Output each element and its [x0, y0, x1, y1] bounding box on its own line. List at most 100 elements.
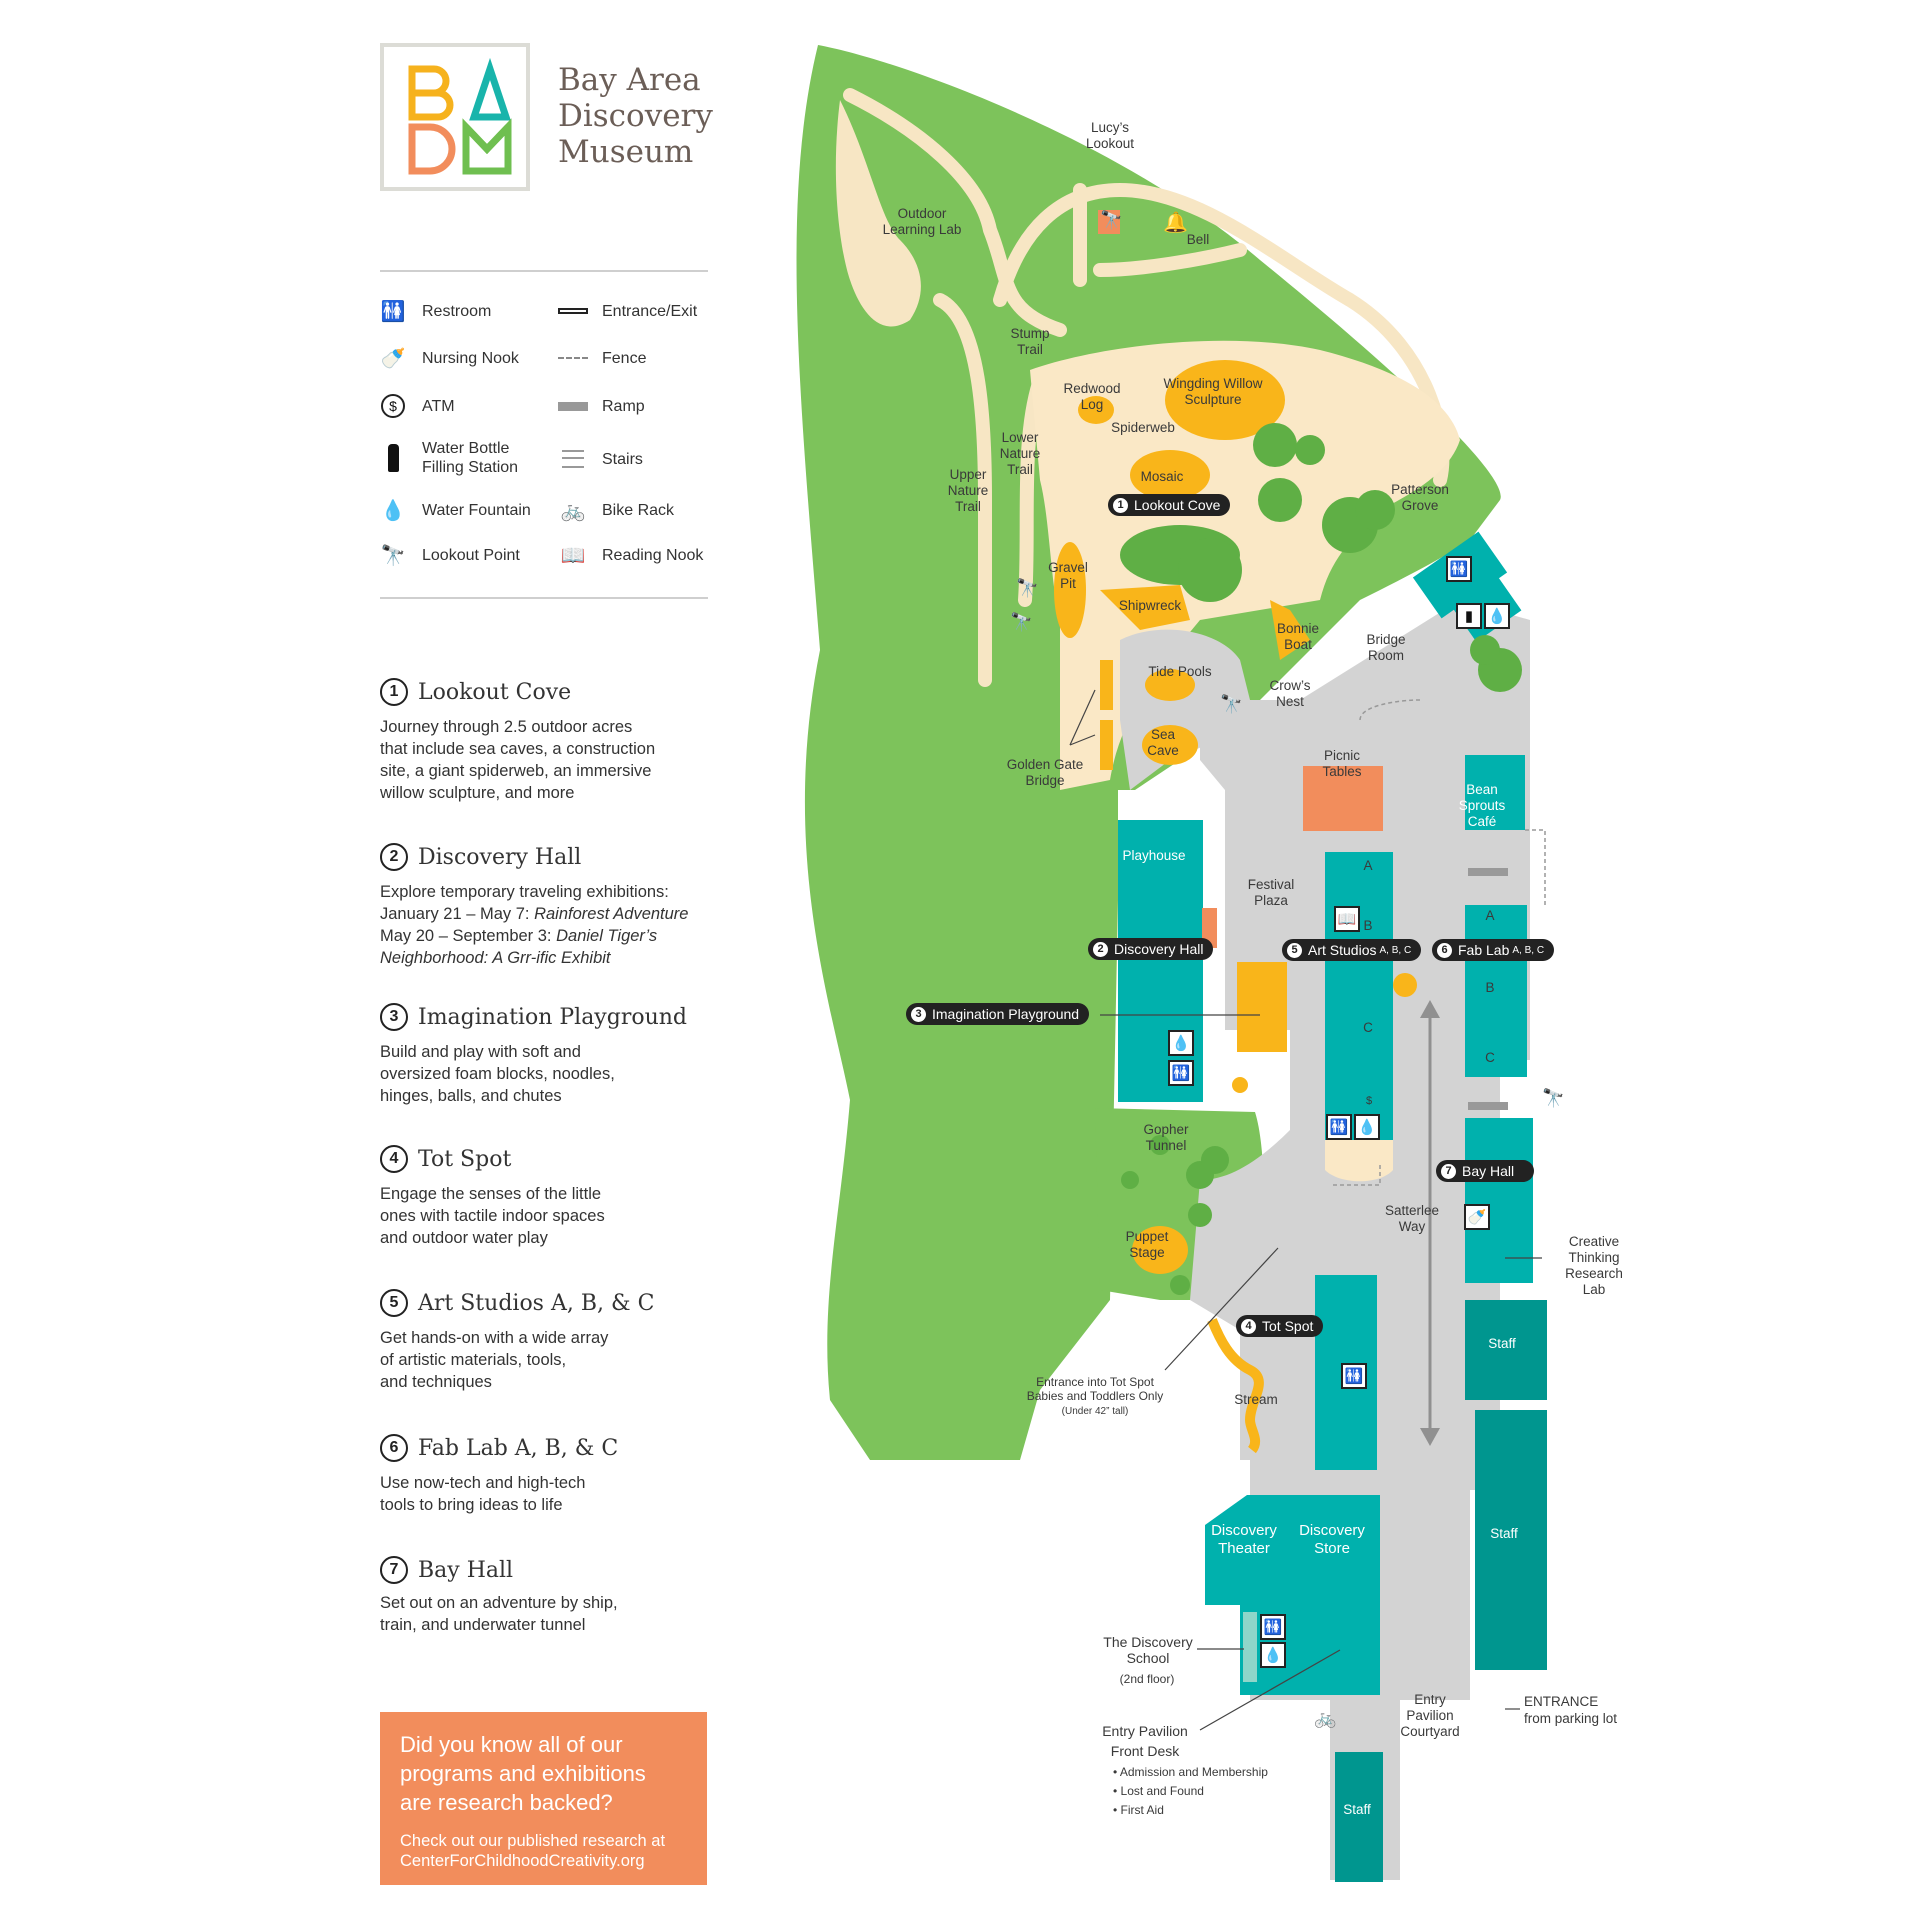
- label-studio-a: A: [1363, 858, 1373, 873]
- discovery-hall-annex: [1118, 790, 1223, 820]
- reading-nook-icon: 📖: [1334, 906, 1360, 932]
- restroom-icon: 🚻: [1326, 1114, 1352, 1140]
- lookout-point-icon: 🔭: [1016, 578, 1039, 598]
- reading-nook-icon: 📖: [560, 544, 586, 567]
- section-body: Explore temporary traveling exhibitions:…: [380, 883, 689, 967]
- staff-building-1: [1465, 1300, 1547, 1400]
- label-bonnie-boat: Bonnie Boat: [1276, 621, 1320, 652]
- section-number: 3: [380, 1003, 408, 1031]
- legend-item-lookout: 🔭Lookout Point: [378, 540, 520, 570]
- section-title: Bay Hall: [418, 1557, 514, 1583]
- divider-top: [380, 270, 708, 272]
- legend-item-water-fountain: 💧Water Fountain: [378, 495, 531, 525]
- label-stump-trail: Stump Trail: [1010, 326, 1050, 357]
- promo-question: Did you know all of our programs and exh…: [400, 1732, 646, 1815]
- section-title: Lookout Cove: [418, 679, 572, 705]
- section-body: Build and play with soft and oversized f…: [380, 1043, 615, 1105]
- lookout-point-icon: 🔭: [1220, 694, 1243, 714]
- label-festival-plaza: Festival Plaza: [1247, 877, 1295, 908]
- section-title: Art Studios A, B, & C: [418, 1290, 655, 1316]
- label-discovery-store: Discovery Store: [1299, 1522, 1365, 1557]
- label-entrance: ENTRANCE: [1524, 1694, 1599, 1709]
- lookout-cove-features: [1054, 360, 1417, 1454]
- fab-lab-building: [1465, 905, 1527, 1077]
- nursing-nook-icon: 🍼: [1464, 1204, 1490, 1230]
- label-redwood-log: Redwood Log: [1063, 381, 1121, 412]
- staff-building-2: [1475, 1410, 1547, 1670]
- label-studio-c: C: [1363, 1020, 1373, 1035]
- water-bottle-icon: [378, 443, 408, 473]
- section-number: 4: [380, 1145, 408, 1173]
- stairs-icon: [558, 444, 588, 474]
- label-golden-gate-bridge: Golden Gate Bridge: [1006, 757, 1084, 788]
- lookout-point-icon: 🔭: [1100, 210, 1123, 230]
- label-fab-a: A: [1485, 908, 1495, 923]
- label-discovery-school: The Discovery School: [1103, 1634, 1193, 1666]
- label-shipwreck: Shipwreck: [1118, 598, 1182, 613]
- label-bean-sprouts-cafe: Bean Sprouts Café: [1458, 782, 1506, 829]
- lookout-point-icon: 🔭: [1010, 612, 1033, 632]
- section-number: 7: [380, 1556, 408, 1584]
- restroom-icon: 🚻: [1260, 1614, 1286, 1640]
- staff-building-3: [1335, 1752, 1383, 1882]
- water-fountain-icon: 💧: [380, 499, 406, 522]
- legend-item-stairs: Stairs: [558, 444, 643, 474]
- label-fab-b: B: [1485, 980, 1495, 995]
- legend-item-entrance: Entrance/Exit: [558, 296, 697, 326]
- legend-item-reading-nook: 📖Reading Nook: [558, 540, 704, 570]
- label-gravel-pit: Gravel Pit: [1048, 560, 1088, 591]
- bay-hall-building: [1465, 1118, 1533, 1283]
- section-body: Journey through 2.5 outdoor acres that i…: [380, 718, 656, 802]
- water-fountain-icon: 💧: [1260, 1642, 1286, 1668]
- legend-item-fence: Fence: [558, 343, 646, 373]
- atm-icon: $: [378, 391, 408, 421]
- legend-item-bike-rack: 🚲Bike Rack: [558, 495, 674, 525]
- section-tot-spot: 4 Tot Spot Engage the senses of the littl…: [380, 1145, 720, 1249]
- section-title: Fab Lab A, B, & C: [418, 1435, 619, 1461]
- bike-rack-icon: 🚲: [560, 499, 586, 522]
- water-fountain-icon: 💧: [1484, 603, 1510, 629]
- legend-item-water-bottle: Water Bottle Filling Station: [378, 439, 518, 477]
- section-title: Tot Spot: [418, 1146, 512, 1172]
- label-gopher-tunnel: Gopher Tunnel: [1143, 1122, 1189, 1153]
- label-tide-pools: Tide Pools: [1148, 664, 1212, 679]
- label-discovery-theater: Discovery Theater: [1211, 1522, 1277, 1557]
- label-picnic-tables: Picnic Tables: [1322, 748, 1362, 779]
- logo: [380, 43, 530, 191]
- callout-lines: [1069, 689, 1542, 1731]
- label-entry-pavilion-front-desk: Entry Pavilion Front Desk: [1102, 1723, 1188, 1759]
- fences: [1330, 699, 1546, 1186]
- promo-link[interactable]: Check out our published research at Cent…: [400, 1832, 666, 1870]
- label-lower-nature-trail: Lower Nature Trail: [999, 430, 1041, 477]
- label-outdoor-learning-lab: Outdoor Learning Lab: [882, 206, 962, 237]
- legend-item-ramp: Ramp: [558, 391, 645, 421]
- section-body: Use now-tech and high-tech tools to brin…: [380, 1474, 586, 1514]
- restroom-icon: 🚻: [1168, 1060, 1194, 1086]
- ramp-icon: [558, 391, 588, 421]
- section-title: Imagination Playground: [418, 1004, 688, 1030]
- label-lucys-lookout: Lucy’s Lookout: [1085, 120, 1135, 151]
- label-satterlee-way: Satterlee Way: [1384, 1203, 1440, 1234]
- imagination-playground-area: [1237, 962, 1287, 1052]
- lookout-point-icon: 🔭: [380, 544, 406, 567]
- bадм-logo-mark: [408, 57, 512, 175]
- bike-rack-icon: 🚲: [1314, 1708, 1337, 1728]
- restroom-icon: 🚻: [1341, 1363, 1367, 1389]
- bell-icon: 🔔: [1163, 212, 1188, 234]
- section-body: Engage the senses of the little ones wit…: [380, 1185, 605, 1247]
- section-title: Discovery Hall: [418, 844, 582, 870]
- label-spiderweb: Spiderweb: [1111, 420, 1175, 435]
- label-puppet-stage: Puppet Stage: [1125, 1229, 1169, 1260]
- section-body: Get hands-on with a wide array of artist…: [380, 1329, 609, 1391]
